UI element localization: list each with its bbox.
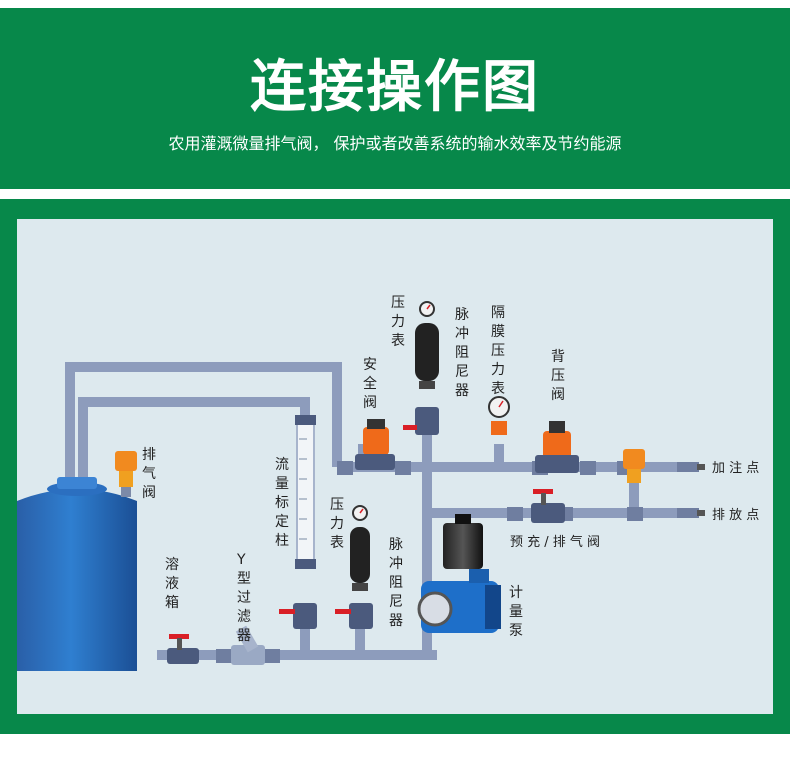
label-damper-top: 脉冲阻尼器 bbox=[455, 307, 469, 399]
injection-point-fitting bbox=[677, 462, 705, 472]
diaphragm-pressure-gauge bbox=[488, 396, 510, 435]
label-injection-point: 加 注 点 bbox=[712, 461, 759, 476]
label-pressure-gauge-top: 压力表 bbox=[391, 295, 405, 349]
return-pipe-outer bbox=[65, 362, 342, 489]
air-release-valve-right bbox=[623, 449, 645, 483]
pulsation-damper-low bbox=[350, 527, 370, 591]
page-subtitle: 农用灌溉微量排气阀， 保护或者改善系统的输水效率及节约能源 bbox=[168, 134, 622, 153]
pipe-joint bbox=[627, 507, 643, 521]
page-title: 连接操作图 bbox=[250, 55, 540, 120]
air-release-valve-left bbox=[115, 451, 137, 497]
pipe-joint bbox=[216, 649, 234, 663]
label-drain-point: 排 放 点 bbox=[712, 508, 759, 523]
label-safety-valve: 安全阀 bbox=[363, 357, 377, 411]
damper-low-valve bbox=[335, 603, 373, 629]
label-flow-column: 流量标定柱 bbox=[275, 457, 289, 549]
label-air-valve-left: 排气阀 bbox=[142, 447, 156, 501]
flow-column-valve bbox=[279, 603, 317, 629]
label-pressure-gauge-low: 压力表 bbox=[330, 497, 344, 551]
label-back-pressure-valve: 背压阀 bbox=[551, 349, 565, 403]
metering-pump bbox=[417, 514, 501, 633]
label-prefill-vent-valve: 预 充 / 排 气 阀 bbox=[510, 534, 600, 550]
label-metering-pump: 计量泵 bbox=[509, 585, 523, 639]
return-pipe-inner bbox=[78, 397, 310, 489]
drain-point-fitting bbox=[677, 508, 705, 518]
label-damper-low: 脉冲阻尼器 bbox=[389, 537, 403, 629]
pipe-joint bbox=[262, 649, 280, 663]
back-pressure-valve bbox=[535, 421, 579, 473]
flow-calibration-column bbox=[295, 415, 316, 569]
label-diaphragm-gauge: 隔膜压力表 bbox=[491, 305, 505, 397]
safety-valve bbox=[355, 419, 395, 470]
pressure-gauge-low bbox=[352, 505, 368, 521]
damper-top-valve bbox=[403, 407, 439, 435]
pipe-joint bbox=[395, 461, 411, 475]
tank-outlet-valve bbox=[167, 634, 199, 664]
pressure-gauge-top bbox=[419, 301, 435, 317]
header-banner: 连接操作图 农用灌溉微量排气阀， 保护或者改善系统的输水效率及节约能源 bbox=[0, 8, 790, 189]
y-strainer bbox=[231, 625, 265, 665]
pipe-joint bbox=[580, 461, 596, 475]
prefill-vent-valve bbox=[531, 489, 565, 523]
label-tank: 溶液箱 bbox=[165, 557, 179, 611]
pipe-joint bbox=[337, 461, 353, 475]
solution-tank bbox=[17, 477, 137, 671]
pulsation-damper-top bbox=[415, 323, 439, 389]
pipe-network bbox=[65, 362, 697, 660]
pipe-joint bbox=[507, 507, 523, 521]
